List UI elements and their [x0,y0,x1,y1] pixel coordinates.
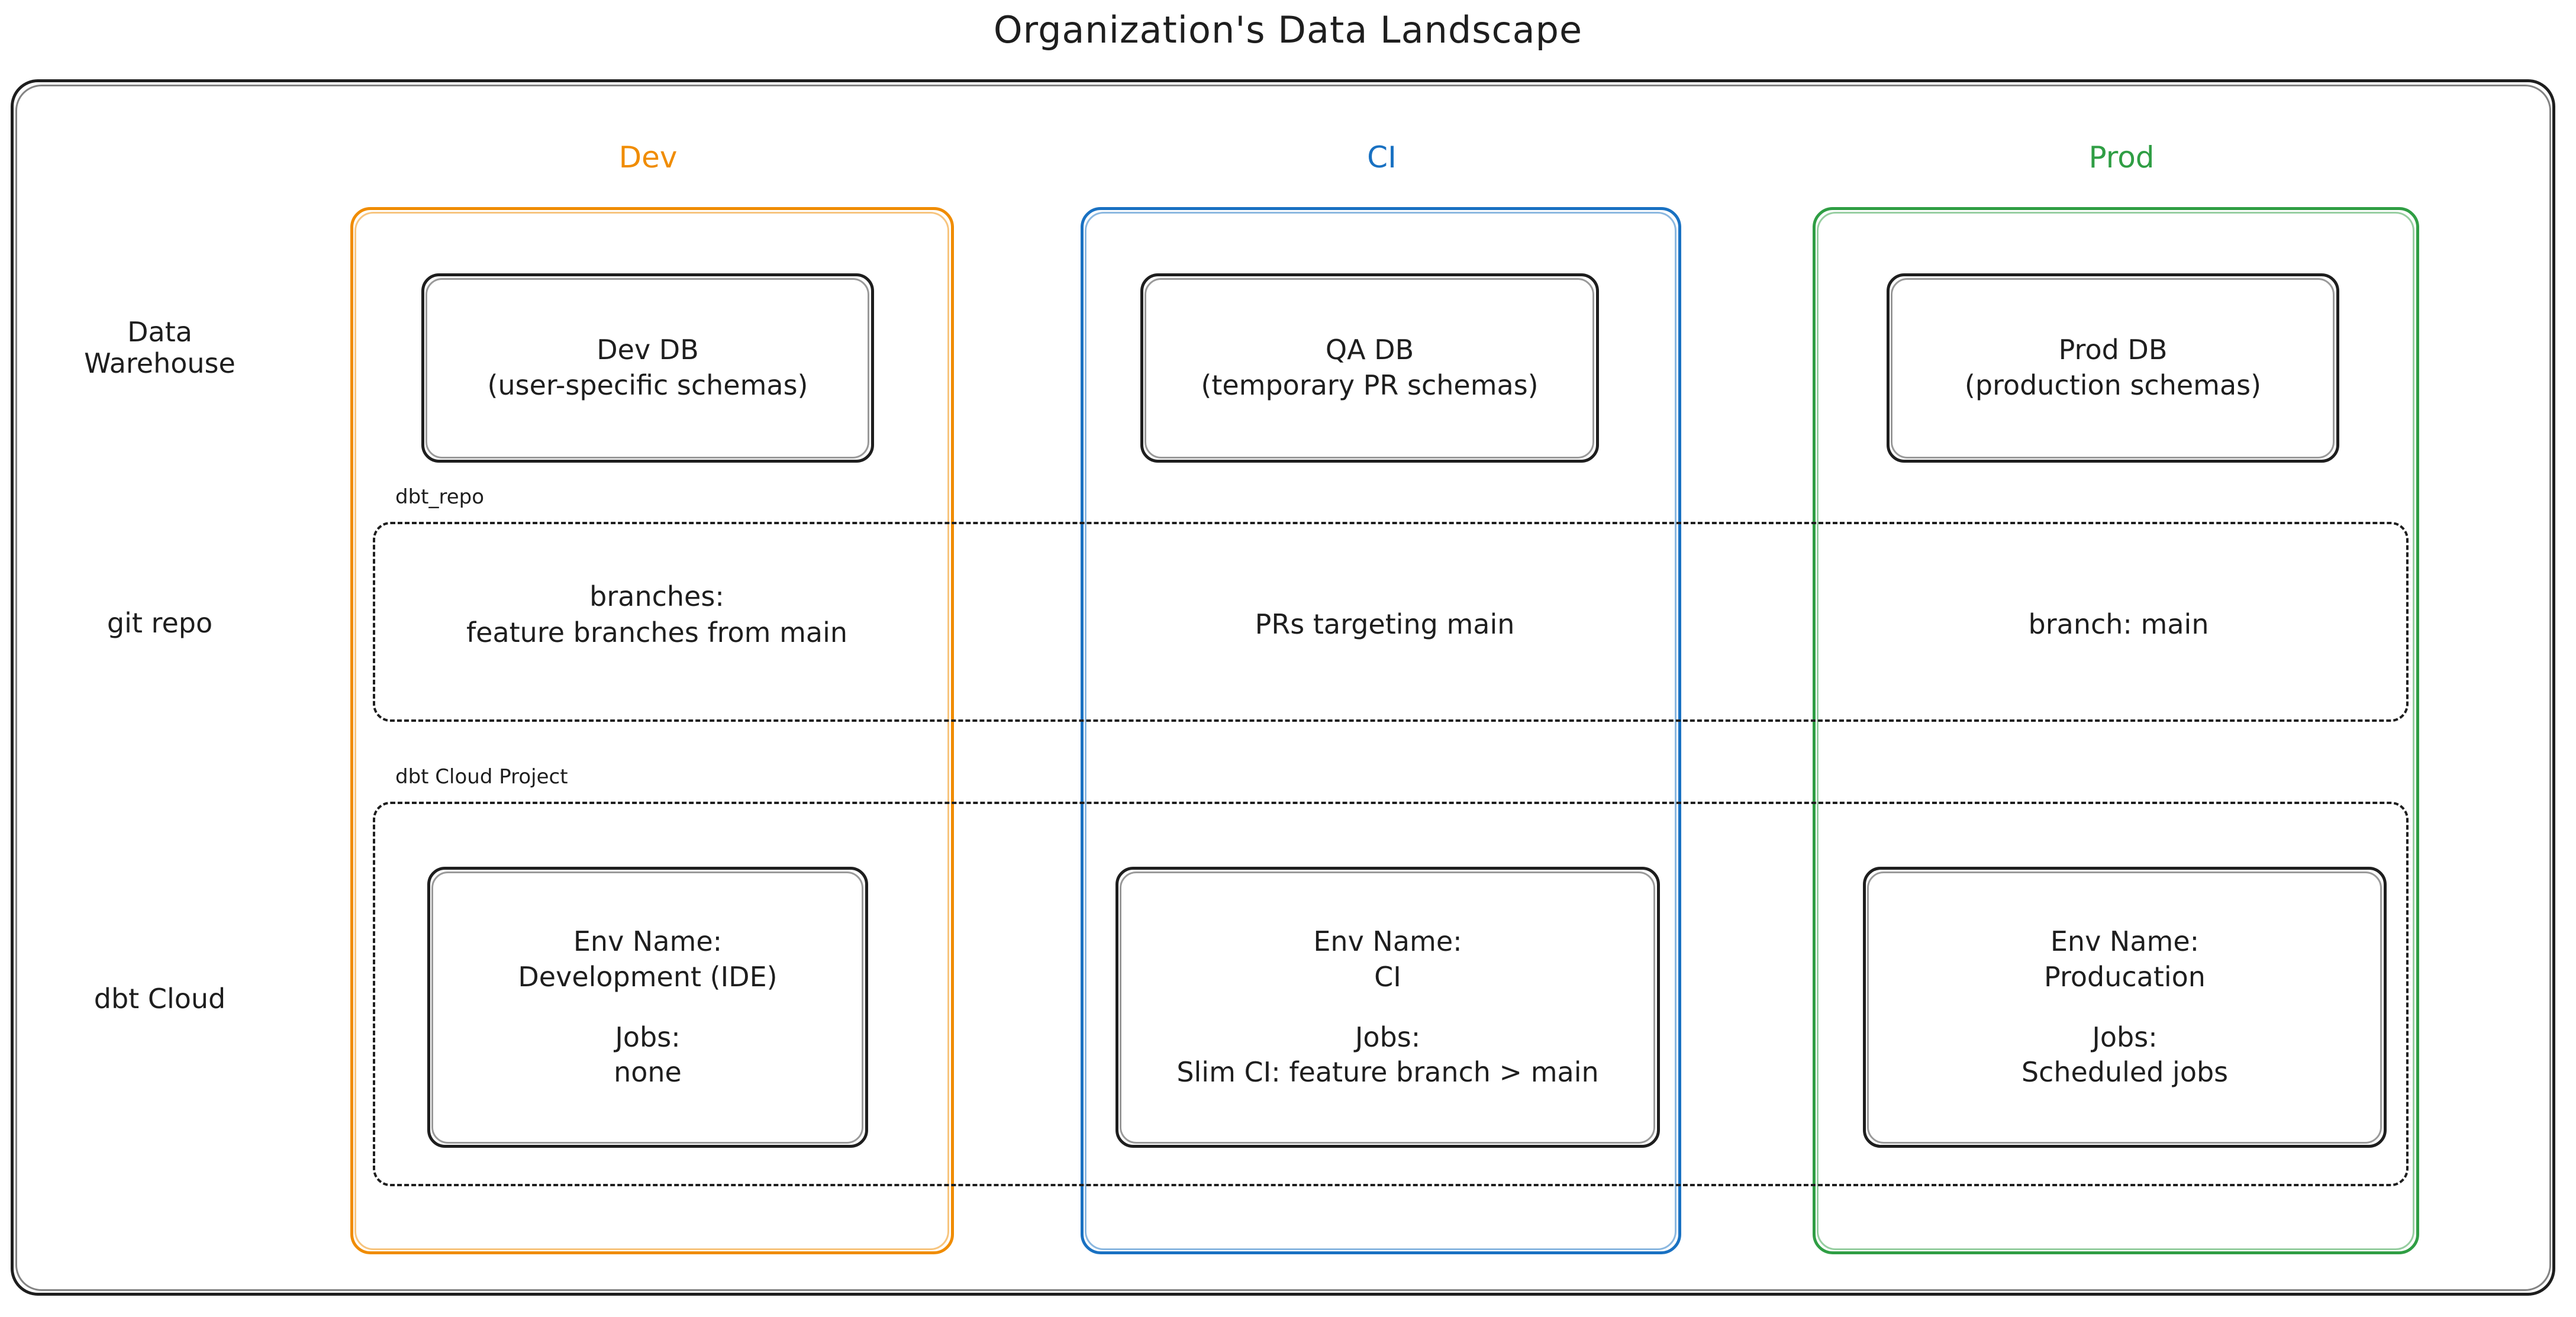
git-cell-ci-line1: PRs targeting main [1255,608,1515,640]
node-dbt-cloud-prod[interactable]: Env Name: Producation Jobs: Scheduled jo… [1863,867,2387,1148]
row-label-data-warehouse: Data Warehouse [24,316,296,380]
node-qa-db-title: QA DB [1325,334,1414,366]
node-qa-db-subtitle: (temporary PR schemas) [1201,369,1539,401]
node-dev-db[interactable]: Dev DB (user-specific schemas) [421,273,874,463]
node-dbt-cloud-dev-env-label: Env Name: [573,925,723,957]
git-cell-prod: branch: main [1846,606,2391,643]
column-header-ci: CI [1367,140,1397,175]
row-label-dbt-cloud: dbt Cloud [94,983,226,1015]
environment-column-prod [1813,207,2419,1254]
node-dbt-cloud-prod-jobs-label: Jobs: [2092,1021,2158,1053]
node-dbt-cloud-ci[interactable]: Env Name: CI Jobs: Slim CI: feature bran… [1115,867,1660,1148]
node-dbt-cloud-dev-env-value: Development (IDE) [518,960,778,993]
git-cell-ci: PRs targeting main [1113,606,1657,643]
node-dbt-cloud-dev-jobs-value: none [614,1056,682,1089]
git-cell-dev-line1: branches: [589,580,724,612]
environment-column-dev [350,207,954,1254]
group-label-dbt-cloud-project: dbt Cloud Project [392,765,572,789]
node-dbt-cloud-ci-env-value: CI [1374,960,1401,993]
git-cell-dev: branches: feature branches from main [391,579,923,650]
group-label-dbt-repo: dbt_repo [392,485,488,509]
row-label-line1: Data [127,316,192,348]
column-header-prod: Prod [2088,140,2155,175]
node-dbt-cloud-dev-jobs-label: Jobs: [615,1021,681,1053]
row-label-line2: Warehouse [84,347,236,380]
node-dbt-cloud-prod-env-value: Producation [2044,960,2206,993]
page-title: Organization's Data Landscape [993,8,1583,51]
node-dbt-cloud-ci-jobs-label: Jobs: [1355,1021,1421,1053]
node-prod-db[interactable]: Prod DB (production schemas) [1887,273,2339,463]
node-dbt-cloud-ci-jobs-value: Slim CI: feature branch > main [1176,1056,1599,1089]
row-label-git-repo: git repo [107,607,213,639]
environment-column-ci [1081,207,1681,1254]
node-dbt-cloud-ci-env-label: Env Name: [1313,925,1462,957]
group-dbt-cloud-project: dbt Cloud Project [373,765,2409,1186]
column-header-dev: Dev [618,140,678,175]
node-prod-db-title: Prod DB [2058,334,2168,366]
git-cell-prod-line1: branch: main [2028,608,2209,640]
git-cell-dev-line2: feature branches from main [466,616,848,648]
diagram-outer-frame [11,79,2555,1296]
node-dbt-cloud-dev[interactable]: Env Name: Development (IDE) Jobs: none [427,867,868,1148]
node-prod-db-subtitle: (production schemas) [1964,369,2262,401]
node-dbt-cloud-prod-env-label: Env Name: [2050,925,2200,957]
node-qa-db[interactable]: QA DB (temporary PR schemas) [1140,273,1599,463]
node-dev-db-title: Dev DB [597,334,699,366]
group-dbt-repo: dbt_repo [373,485,2409,722]
node-dbt-cloud-prod-jobs-value: Scheduled jobs [2021,1056,2229,1089]
node-dev-db-subtitle: (user-specific schemas) [487,369,808,401]
